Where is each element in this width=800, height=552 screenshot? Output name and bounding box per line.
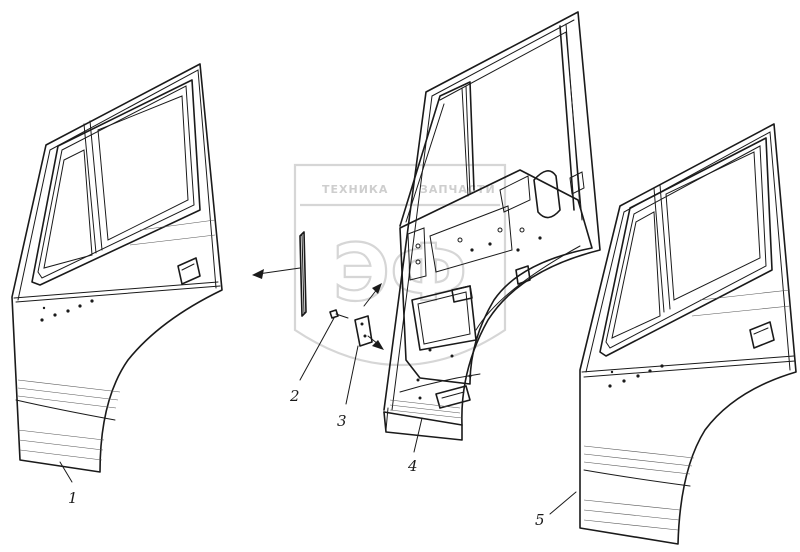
- seal: [252, 231, 349, 319]
- arrow-left-icon: [252, 269, 264, 279]
- callouts: 1 2 3 4 5: [68, 387, 545, 529]
- watermark-shield: [293, 163, 507, 367]
- oval-cutout: [533, 170, 561, 219]
- door-left: [11, 63, 223, 473]
- callout-2: 2: [289, 387, 300, 405]
- watermark: ТЕХНИКА ЗАПЧАСТИ ЭФ: [293, 163, 507, 367]
- leader-3: [345, 345, 359, 405]
- hinge-icon: [354, 315, 373, 347]
- callout-5: 5: [535, 511, 545, 529]
- watermark-text-right: ЗАПЧАСТИ: [420, 183, 496, 196]
- mounting-holes: [40, 299, 94, 322]
- mounting-holes-right: [608, 364, 664, 388]
- door-handle-right-icon: [749, 321, 775, 349]
- callout-1: 1: [68, 489, 78, 507]
- latch-icon: [515, 265, 531, 285]
- arrow-down-icon: [372, 340, 384, 350]
- inner-handle-icon: [435, 385, 471, 409]
- arrow-up-icon: [372, 283, 382, 294]
- callout-4: 4: [407, 457, 418, 475]
- door-handle-icon: [177, 257, 201, 285]
- hinge: [354, 283, 384, 350]
- leader-4: [413, 417, 423, 453]
- leader-lines: [59, 317, 577, 515]
- inner-cutout: [411, 285, 477, 351]
- watermark-text-left: ТЕХНИКА: [322, 183, 388, 196]
- leader-2: [299, 317, 335, 381]
- leader-1: [59, 461, 73, 483]
- door-inner: [383, 11, 601, 441]
- leader-5: [549, 491, 577, 515]
- callout-3: 3: [337, 412, 347, 430]
- lock-icon: [451, 285, 473, 303]
- door-right: [579, 123, 797, 545]
- inner-bolts: [415, 227, 542, 400]
- screw-icon: [329, 309, 339, 319]
